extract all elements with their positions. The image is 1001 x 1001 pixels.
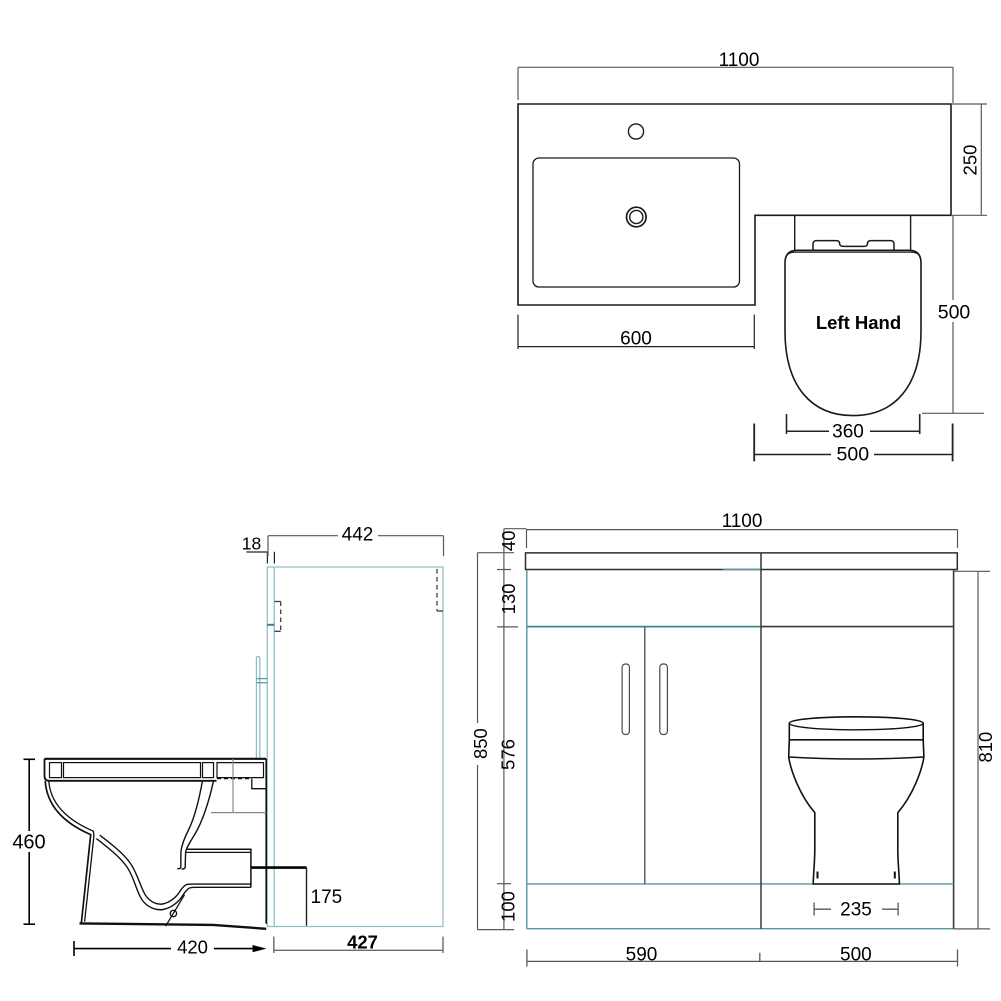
svg-text:500: 500 (837, 443, 870, 465)
svg-text:130: 130 (498, 583, 519, 614)
svg-text:427: 427 (347, 932, 378, 953)
svg-text:Left Hand: Left Hand (816, 312, 901, 333)
svg-text:100: 100 (498, 891, 519, 922)
svg-text:250: 250 (960, 145, 981, 176)
svg-text:442: 442 (342, 525, 374, 546)
svg-text:1100: 1100 (719, 50, 760, 71)
svg-text:1100: 1100 (722, 511, 763, 532)
svg-text:590: 590 (626, 945, 658, 966)
svg-text:600: 600 (620, 329, 652, 350)
svg-text:360: 360 (832, 422, 864, 443)
svg-text:460: 460 (12, 832, 45, 854)
svg-text:235: 235 (840, 900, 872, 921)
svg-text:18: 18 (242, 534, 261, 554)
svg-text:420: 420 (177, 937, 208, 958)
svg-text:850: 850 (470, 728, 491, 759)
svg-text:810: 810 (975, 732, 996, 763)
svg-text:40: 40 (498, 531, 519, 552)
svg-text:576: 576 (498, 739, 519, 770)
svg-text:175: 175 (311, 887, 343, 908)
svg-text:500: 500 (938, 302, 971, 324)
svg-text:500: 500 (840, 945, 872, 966)
